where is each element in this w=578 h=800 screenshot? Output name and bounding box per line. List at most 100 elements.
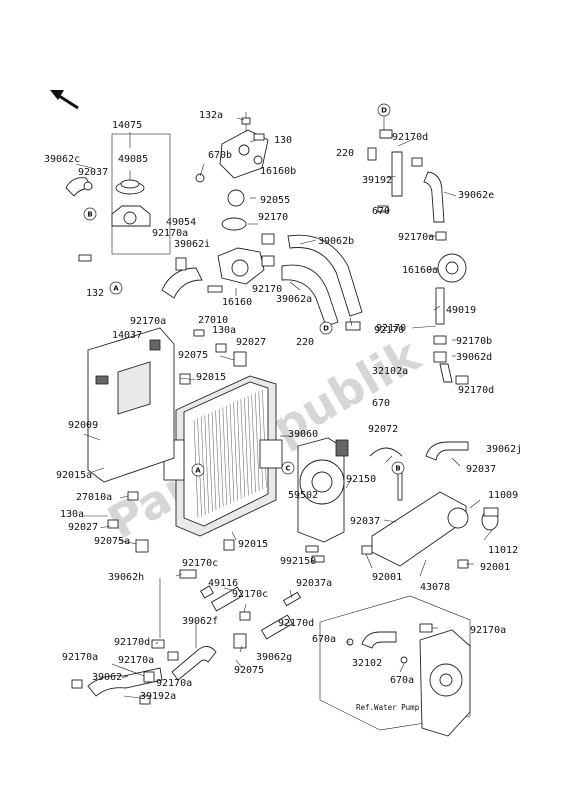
part-label-992150: 992150 [280,556,316,567]
part-label-220: 220 [296,337,314,348]
part-label-220: 220 [336,148,354,159]
part-label-92170b: 92170b [456,336,492,347]
part-label-92170a: 92170a [398,232,434,243]
part-label-39062: 39062 [92,672,122,683]
part-label-92037a: 92037a [296,578,332,589]
pipe-49116 [210,586,244,612]
part-label-92170: 92170 [374,325,404,336]
part-label-92001: 92001 [480,562,510,573]
part-label-16160a: 16160a [402,265,438,276]
hose-39062j [425,441,469,461]
hose-32102 [361,631,397,649]
callout-c: C [281,461,295,475]
part-label-670: 670 [372,398,390,409]
hose-39062f [171,646,217,681]
part-label-670a: 670a [390,675,414,686]
part-label-32102: 32102 [352,658,382,669]
part-label-39060: 39060 [288,429,318,440]
part-label-16160b: 16160b [260,166,296,177]
callout-b: B [83,207,97,221]
pump-cover-16160a [437,253,467,283]
part-label-39062c: 39062c [44,154,80,165]
part-label-92009: 92009 [68,420,98,431]
part-label-130a: 130a [212,325,236,336]
part-label-49085: 49085 [118,154,148,165]
part-label-39062g: 39062g [256,652,292,663]
direction-arrow-icon [50,90,79,110]
callout-a: A [191,463,205,477]
part-label-92170a: 92170a [130,316,166,327]
part-label-14075: 14075 [112,120,142,131]
part-label-39062a: 39062a [276,294,312,305]
part-label-92170a: 92170a [152,228,188,239]
part-label-92075: 92075 [234,665,264,676]
part-label-92001: 92001 [372,572,402,583]
part-label-39062d: 39062d [456,352,492,363]
fan-motor-59502 [297,437,349,543]
part-label-39062h: 39062h [108,572,144,583]
svg-text:C: C [285,465,290,473]
callout-a: A [109,281,123,295]
fan-shroud [87,327,175,483]
callout-d: D [319,321,333,335]
part-label-92170d: 92170d [392,132,428,143]
part-label-670: 670 [372,206,390,217]
part-label-92170a: 92170a [118,655,154,666]
part-label-11012: 11012 [488,545,518,556]
callout-b: B [391,461,405,475]
part-label-16160: 16160 [222,297,252,308]
part-label-39062i: 39062i [174,239,210,250]
callout-d: D [377,103,391,117]
part-label-92170d: 92170d [114,637,150,648]
part-label-92170: 92170 [376,323,406,334]
part-label-92170: 92170 [258,212,288,223]
reference-note: Ref.Water Pump [356,703,420,712]
part-label-49054: 49054 [166,217,196,228]
part-label-92072: 92072 [368,424,398,435]
part-label-92037: 92037 [350,516,380,527]
leader-lines [75,117,493,699]
part-label-132: 132 [86,288,104,299]
part-label-92170d: 92170d [278,618,314,629]
part-label-39062f: 39062f [182,616,218,627]
part-label-27010: 27010 [198,315,228,326]
hose-39062c [65,177,93,197]
svg-text:B: B [395,465,400,473]
svg-text:A: A [113,285,119,293]
part-label-92015: 92015 [238,539,268,550]
part-label-92170: 92170 [252,284,282,295]
clamp-92072 [369,447,403,457]
part-label-92037: 92037 [78,167,108,178]
part-label-43078: 43078 [420,582,450,593]
part-label-92075: 92075 [178,350,208,361]
svg-text:D: D [323,325,329,333]
svg-text:D: D [381,107,387,115]
part-label-130: 130 [274,135,292,146]
bolt-132 [78,254,92,262]
part-label-92170a: 92170a [470,625,506,636]
part-label-92170d: 92170d [458,385,494,396]
radiator-core [163,375,283,537]
water-pump [419,623,471,737]
svg-text:A: A [195,467,201,475]
hose-39062 [87,667,163,697]
part-label-39062b: 39062b [318,236,354,247]
filler-neck-group [367,112,447,241]
part-label-92170c: 92170c [232,589,268,600]
part-label-92027: 92027 [236,337,266,348]
part-label-92037: 92037 [466,464,496,475]
part-label-92015a: 92015a [56,470,92,481]
part-label-39062j: 39062j [486,444,522,455]
part-label-670b: 670b [208,150,232,161]
thermostat-cover [219,112,269,179]
part-label-92055: 92055 [260,195,290,206]
part-label-130a: 130a [60,509,84,520]
part-label-59502: 59502 [288,490,318,501]
part-label-92027: 92027 [68,522,98,533]
part-label-39192: 39192 [362,175,392,186]
part-label-670a: 670a [312,634,336,645]
part-label-39062e: 39062e [458,190,494,201]
part-label-49019: 49019 [446,305,476,316]
oring-92055 [227,189,245,207]
